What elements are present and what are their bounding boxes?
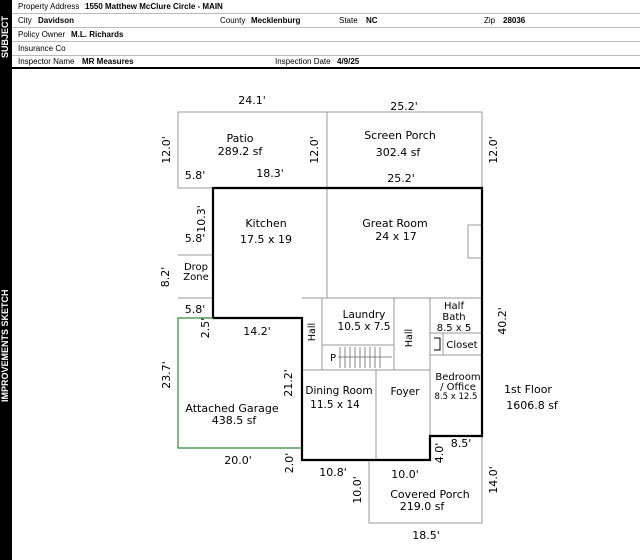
fireplace (467, 224, 483, 259)
dim-kitchen-left2: 5.8' (185, 232, 206, 245)
policy-owner-row: Policy Owner M.L. Richards (12, 28, 640, 42)
inspector-row: Inspector Name MR Measures Inspection Da… (12, 55, 640, 68)
bedroom-size: 8.5 x 12.5 (435, 392, 478, 402)
dining-room-size: 11.5 x 14 (310, 399, 360, 411)
floor-name: 1st Floor (504, 383, 552, 396)
dim-patio-bl: 5.8' (185, 169, 206, 182)
dim-top-left: 24.1' (238, 94, 266, 107)
covered-porch-name: Covered Porch (390, 488, 470, 501)
sidebar-bar: SUBJECT IMPROVEMENTS SKETCH (0, 0, 12, 560)
hall-right-label: Hall (404, 329, 415, 347)
state-label: State (339, 16, 358, 25)
kitchen-name: Kitchen (245, 217, 286, 230)
dim-garage-left: 23.7' (160, 361, 173, 389)
dim-dz-bottom: 5.8' (185, 303, 206, 316)
patio-size: 289.2 sf (218, 145, 264, 158)
house-outline (211, 186, 484, 462)
screen-porch-size: 302.4 sf (376, 146, 422, 159)
dim-patio-br: 18.3' (256, 167, 284, 180)
p-label: P (330, 353, 336, 364)
dim-patio-mid: 12.0' (308, 136, 321, 164)
dim-top-right: 25.2' (390, 100, 418, 113)
state-value: NC (366, 16, 378, 25)
laundry-name: Laundry (343, 309, 386, 321)
city-value: Davidson (38, 16, 75, 25)
insurance-co-label: Insurance Co (18, 44, 66, 53)
garage-name: Attached Garage (185, 402, 278, 415)
dim-patio-left: 12.0' (160, 136, 173, 164)
inspection-date-value: 4/9/25 (337, 57, 360, 66)
dim-cp-bottom: 18.5' (412, 529, 440, 542)
city-row: City Davidson County Mecklenburg State N… (12, 14, 640, 28)
half-bath-line1: Half (444, 301, 464, 312)
bedroom-line1: Bedroom (435, 372, 480, 383)
dim-kitchen-left: 10.3' (195, 205, 208, 233)
dim-porch-right: 12.0' (487, 136, 500, 164)
property-address-value: 1550 Matthew McClure Circle - MAIN (85, 2, 223, 11)
drop-zone-line1: Drop (184, 262, 208, 273)
dim-cp-right: 14.0' (487, 466, 500, 494)
dim-dz-left: 8.2' (159, 267, 172, 288)
city-label: City (18, 16, 32, 25)
dim-front-mid: 10.0' (391, 468, 419, 481)
garage-size: 438.5 sf (212, 414, 258, 427)
patio-name: Patio (227, 132, 254, 145)
floor-area: 1606.8 sf (506, 399, 559, 412)
laundry-size: 10.5 x 7.5 (338, 321, 391, 333)
inspection-date-label: Inspection Date (275, 57, 331, 66)
hall-left-label: Hall (307, 323, 318, 341)
dim-gr-top: 25.2' (387, 172, 415, 185)
insurance-row: Insurance Co (12, 42, 640, 56)
county-value: Mecklenburg (251, 16, 301, 25)
closet-label: Closet (446, 340, 477, 351)
bedroom-line2: / Office (440, 382, 476, 393)
policy-owner-value: M.L. Richards (71, 30, 124, 39)
half-bath-size: 8.5 x 5 (437, 323, 472, 334)
address-row: Property Address 1550 Matthew McClure Ci… (12, 0, 640, 14)
policy-owner-label: Policy Owner (18, 30, 66, 39)
drop-zone-line2: Zone (183, 272, 208, 283)
screen-porch-name: Screen Porch (364, 129, 436, 142)
dim-bed-down: 4.0' (433, 443, 446, 464)
dim-garage-right: 21.2' (282, 369, 295, 397)
dim-right-side: 40.2' (496, 307, 509, 335)
inspector-name-label: Inspector Name (18, 57, 75, 66)
foyer-label: Foyer (390, 386, 420, 398)
garage-outline (177, 317, 302, 449)
inspector-name-value: MR Measures (82, 57, 134, 66)
property-address-label: Property Address (18, 2, 80, 11)
dim-dz-down: 2.5' (199, 318, 212, 339)
kitchen-size: 17.5 x 19 (240, 233, 292, 246)
half-bath-line2: Bath (442, 312, 465, 323)
great-room-size: 24 x 17 (375, 230, 417, 243)
dim-garage-bottom: 20.0' (224, 454, 252, 467)
zip-label: Zip (484, 16, 496, 25)
closet-door (434, 337, 441, 351)
dim-garage-step: 2.0' (283, 453, 296, 474)
dim-garage-top: 14.2' (243, 325, 271, 338)
county-label: County (220, 16, 246, 25)
stairs (338, 347, 392, 368)
covered-porch-size: 219.0 sf (400, 500, 446, 513)
covered-porch-outline (368, 436, 483, 524)
dim-cp-left: 10.0' (351, 476, 364, 504)
zip-value: 28036 (503, 16, 526, 25)
header-divider (12, 67, 640, 69)
dim-bed-step: 8.5' (451, 437, 472, 450)
dim-front-left: 10.8' (319, 466, 347, 479)
dining-room-name: Dining Room (305, 385, 372, 397)
great-room-name: Great Room (362, 217, 427, 230)
